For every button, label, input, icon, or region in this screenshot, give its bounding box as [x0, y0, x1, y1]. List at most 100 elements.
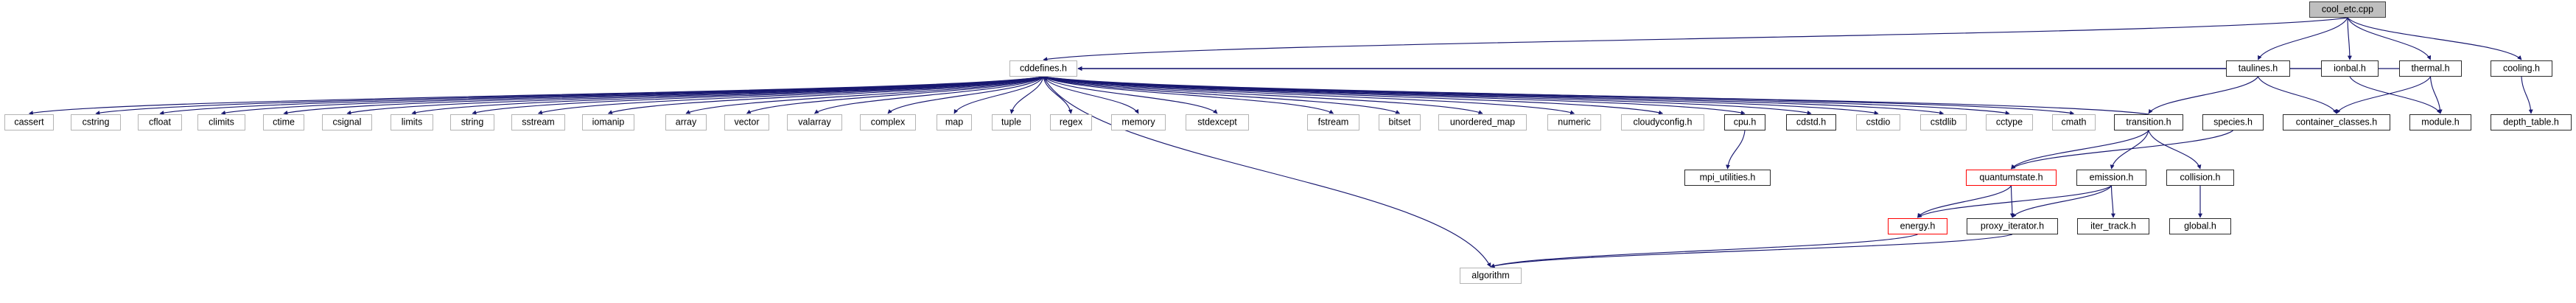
graph-edge-cddefines-h-to-limits	[411, 76, 1044, 115]
graph-edge-cool-etc-cpp-to-cooling-h	[2347, 17, 2522, 60]
graph-edge-cddefines-h-to-complex	[887, 76, 1044, 114]
graph-node-sstream[interactable]: sstream	[511, 114, 565, 130]
graph-node-thermal-h[interactable]: thermal.h	[2399, 60, 2462, 77]
graph-node-cassert[interactable]: cassert	[4, 114, 54, 130]
graph-edge-quantumstate-h-to-proxy-iterator-h	[2009, 185, 2015, 218]
graph-edge-cddefines-h-to-regex	[1043, 76, 1073, 114]
graph-edge-transition-h-to-cddefines-h	[1043, 75, 2149, 115]
graph-node-map[interactable]: map	[937, 114, 972, 130]
graph-node-cstdio[interactable]: cstdio	[1856, 114, 1900, 130]
graph-edge-cddefines-h-to-numeric	[1043, 76, 1575, 115]
graph-edge-cddefines-h-to-cloudyconfig-h	[1043, 76, 1664, 115]
graph-node-cmath[interactable]: cmath	[2052, 114, 2096, 130]
graph-edge-cddefines-h-to-csignal	[346, 76, 1044, 115]
graph-node-quantumstate-h[interactable]: quantumstate.h	[1966, 170, 2057, 186]
graph-node-label: ionbal.h	[2334, 63, 2366, 74]
graph-edge-cool-etc-cpp-to-thermal-h	[2347, 17, 2432, 60]
graph-edge-cddefines-h-to-stdexcept	[1043, 76, 1218, 114]
graph-node-label: cdstd.h	[1796, 116, 1827, 128]
graph-edge-cddefines-h-to-cstdio	[1043, 76, 1879, 115]
graph-node-stdexcept[interactable]: stdexcept	[1186, 114, 1249, 130]
graph-node-iter-track-h[interactable]: iter_track.h	[2077, 218, 2149, 234]
graph-node-label: depth_table.h	[2503, 116, 2559, 128]
graph-node-array[interactable]: array	[665, 114, 707, 130]
graph-edge-cddefines-h-to-cfloat	[159, 76, 1044, 115]
graph-node-valarray[interactable]: valarray	[787, 114, 842, 130]
graph-node-vector[interactable]: vector	[724, 114, 769, 130]
graph-node-label: climits	[209, 116, 234, 128]
graph-edge-cool-etc-cpp-to-taulines-h	[2257, 17, 2348, 60]
graph-node-label: iter_track.h	[2090, 220, 2136, 231]
graph-node-label: cctype	[1995, 116, 2023, 128]
graph-node-ctime[interactable]: ctime	[263, 114, 304, 130]
graph-node-mpi-utilities-h[interactable]: mpi_utilities.h	[1684, 170, 1771, 186]
graph-node-climits[interactable]: climits	[197, 114, 245, 130]
graph-node-label: cstring	[82, 116, 110, 128]
graph-node-cstring[interactable]: cstring	[71, 114, 121, 130]
graph-node-numeric[interactable]: numeric	[1547, 114, 1601, 130]
graph-node-fstream[interactable]: fstream	[1307, 114, 1359, 130]
graph-edge-cddefines-h-to-ctime	[283, 76, 1044, 115]
graph-node-cloudyconfig-h[interactable]: cloudyconfig.h	[1621, 114, 1704, 130]
graph-node-label: quantumstate.h	[1979, 172, 2043, 183]
graph-node-cctype[interactable]: cctype	[1986, 114, 2033, 130]
graph-node-label: module.h	[2421, 116, 2460, 128]
graph-edge-taulines-h-to-container-classes-h	[2257, 76, 2337, 114]
graph-node-container-classes-h[interactable]: container_classes.h	[2283, 114, 2390, 130]
graph-node-species-h[interactable]: species.h	[2202, 114, 2264, 130]
graph-node-cdstd-h[interactable]: cdstd.h	[1786, 114, 1836, 130]
graph-node-label: vector	[734, 116, 760, 128]
graph-node-unordered-map[interactable]: unordered_map	[1438, 114, 1527, 130]
graph-edge-cddefines-h-to-unordered-map	[1043, 76, 1483, 114]
graph-node-cool-etc-cpp[interactable]: cool_etc.cpp	[2309, 1, 2386, 18]
graph-edge-cddefines-h-to-fstream	[1043, 76, 1334, 114]
graph-node-iomanip[interactable]: iomanip	[582, 114, 634, 130]
graph-node-emission-h[interactable]: emission.h	[2076, 170, 2146, 186]
graph-edge-taulines-h-to-transition-h	[2148, 76, 2258, 114]
graph-node-label: complex	[870, 116, 906, 128]
graph-edge-cddefines-h-to-algorithm	[1043, 76, 1491, 268]
graph-node-bitset[interactable]: bitset	[1379, 114, 1421, 130]
graph-node-label: cpu.h	[1733, 116, 1757, 128]
graph-node-memory[interactable]: memory	[1111, 114, 1166, 130]
graph-node-cstdlib[interactable]: cstdlib	[1920, 114, 1967, 130]
graph-edge-cddefines-h-to-array	[685, 76, 1044, 114]
graph-node-global-h[interactable]: global.h	[2169, 218, 2231, 234]
graph-node-label: cassert	[14, 116, 44, 128]
graph-edge-cool-etc-cpp-to-cddefines-h	[1043, 17, 2348, 62]
graph-node-label: global.h	[2184, 220, 2216, 231]
graph-node-taulines-h[interactable]: taulines.h	[2226, 60, 2290, 77]
graph-edge-cddefines-h-to-bitset	[1043, 76, 1401, 114]
graph-edge-cddefines-h-to-cstdlib	[1043, 76, 1945, 115]
graph-node-module-h[interactable]: module.h	[2409, 114, 2471, 130]
graph-node-label: iomanip	[592, 116, 625, 128]
graph-node-complex[interactable]: complex	[860, 114, 916, 130]
graph-node-label: array	[675, 116, 697, 128]
graph-node-energy-h[interactable]: energy.h	[1888, 218, 1947, 234]
graph-node-label: container_classes.h	[2295, 116, 2378, 128]
graph-node-collision-h[interactable]: collision.h	[2166, 170, 2234, 186]
graph-node-cooling-h[interactable]: cooling.h	[2491, 60, 2552, 77]
graph-node-label: cloudyconfig.h	[1633, 116, 1693, 128]
graph-node-string[interactable]: string	[450, 114, 494, 130]
graph-node-tuple[interactable]: tuple	[992, 114, 1031, 130]
graph-node-proxy-iterator-h[interactable]: proxy_iterator.h	[1967, 218, 2058, 234]
graph-node-label: cfloat	[149, 116, 171, 128]
graph-node-label: limits	[401, 116, 423, 128]
graph-node-regex[interactable]: regex	[1050, 114, 1092, 130]
graph-edge-cddefines-h-to-tuple	[1009, 76, 1044, 114]
graph-node-depth-table-h[interactable]: depth_table.h	[2491, 114, 2572, 130]
graph-node-limits[interactable]: limits	[391, 114, 433, 130]
graph-node-ionbal-h[interactable]: ionbal.h	[2321, 60, 2379, 77]
graph-node-cddefines-h[interactable]: cddefines.h	[1009, 60, 1077, 77]
graph-edge-quantumstate-h-to-energy-h	[1917, 185, 2012, 218]
graph-node-csignal[interactable]: csignal	[322, 114, 372, 130]
graph-edge-cddefines-h-to-cmath	[1043, 76, 2075, 116]
graph-node-algorithm[interactable]: algorithm	[1460, 268, 1522, 284]
graph-node-cpu-h[interactable]: cpu.h	[1724, 114, 1765, 130]
graph-node-cfloat[interactable]: cfloat	[138, 114, 182, 130]
graph-node-transition-h[interactable]: transition.h	[2114, 114, 2183, 130]
graph-edge-thermal-h-to-container-classes-h	[2336, 76, 2431, 114]
graph-edge-transition-h-to-emission-h	[2110, 130, 2149, 170]
